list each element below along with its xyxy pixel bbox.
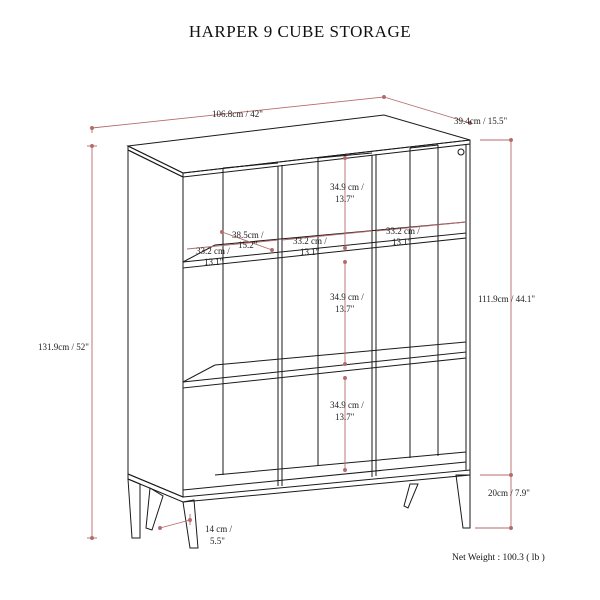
cube-height-label-mid-2: 13.7" (335, 304, 355, 314)
depth-label: 39.4cm / 15.5" (454, 116, 507, 126)
cube-depth-label-2: 15.2" (238, 240, 258, 250)
shelf-lower (182, 351, 467, 389)
net-weight-label: Net Weight : 100.3 ( lb ) (452, 553, 545, 563)
top-surface (126, 114, 471, 174)
cube-width-label-left-1: 33.2 cm / (196, 246, 230, 256)
cube-height-label-bot-1: 34.9 cm / (330, 400, 364, 410)
cube-height-label-bot-2: 13.7" (335, 412, 355, 422)
shelf-upper (182, 232, 467, 269)
cube-width-label-right-1: 33.2 cm / (386, 226, 420, 236)
diagram-title: HARPER 9 CUBE STORAGE (188, 22, 412, 41)
cube-width-label-right-2: 13.1" (392, 237, 412, 247)
bottom-plinth (127, 469, 471, 503)
back-left-leg (145, 487, 164, 531)
back-right-leg (403, 483, 419, 509)
leg-depth-label-1: 14 cm / (205, 524, 232, 534)
width-label: 106.8cm / 42" (212, 109, 263, 119)
front-inner-leg (182, 499, 199, 549)
cube-width-label-left-2: 13.1" (204, 257, 224, 267)
front-left-leg (127, 478, 141, 539)
body-height-label: 111.9cm / 44.1" (478, 294, 535, 304)
leg-height-label: 20cm / 7.9" (488, 488, 530, 498)
cube-width-label-mid-2: 13.1" (300, 247, 320, 257)
front-right-leg (455, 474, 471, 529)
cube-height-label-mid-1: 34.9 cm / (330, 292, 364, 302)
left-side-panel (127, 149, 184, 498)
cube-height-label-top-1: 34.9 cm / (330, 182, 364, 192)
total-height-label: 131.9cm / 52" (38, 342, 89, 352)
leg-depth-label-2: 5.5" (210, 536, 225, 546)
cube-height-label-top-2: 13.7" (335, 194, 355, 204)
cube-width-label-mid-1: 33.2 cm / (293, 236, 327, 246)
knob-icon (457, 148, 465, 156)
cube-depth-label-1: 38.5cm / (232, 230, 264, 240)
